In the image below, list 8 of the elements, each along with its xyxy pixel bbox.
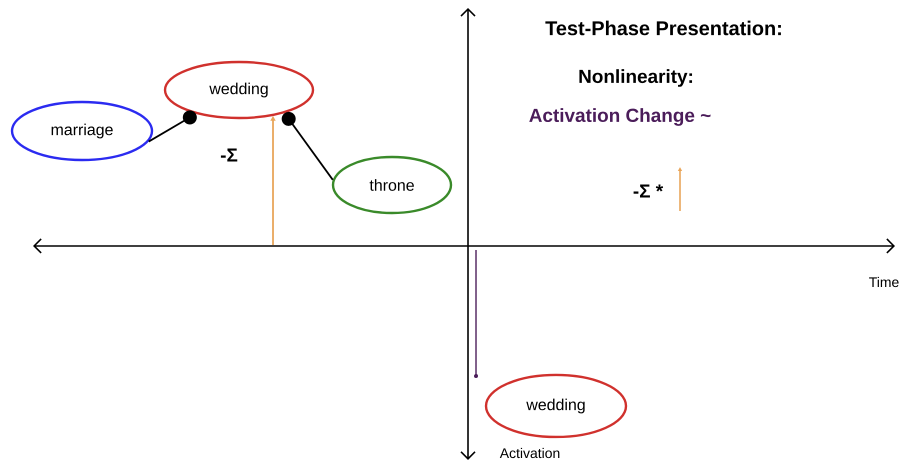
connector-line: [148, 110, 197, 142]
sigma-label: -Σ: [220, 148, 238, 162]
title: Test-Phase Presentation:: [545, 20, 781, 36]
label-text: Activation Change ~: [529, 108, 711, 126]
connector-line: [282, 112, 334, 180]
axis-label: Time: [869, 276, 899, 288]
formula-label: -Σ *: [634, 184, 664, 198]
label-text: Nonlinearity:: [579, 69, 692, 87]
